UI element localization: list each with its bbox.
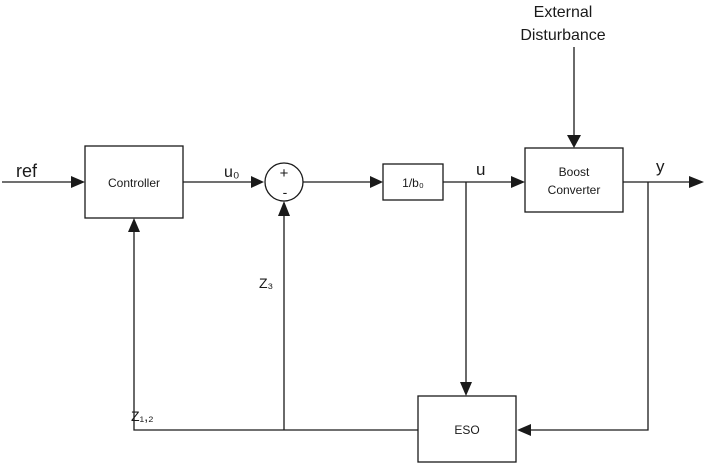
controller-block <box>84 145 184 219</box>
eso-label: ESO <box>454 423 479 437</box>
u-label: u <box>476 160 485 179</box>
summer-plus-sign: + <box>280 165 289 182</box>
z12-arrowhead <box>128 218 140 232</box>
controller-label: Controller <box>108 176 160 190</box>
sum-output-arrowhead <box>370 176 383 188</box>
disturbance-arrowhead <box>567 135 581 148</box>
eso-block <box>417 395 517 463</box>
y-to-eso-arrowhead <box>517 424 531 436</box>
summer-minus-sign: - <box>283 184 288 200</box>
gain-label: 1/b₀ <box>402 176 424 190</box>
boost-label-line2: Converter <box>548 183 601 197</box>
u0-label: u₀ <box>224 164 240 181</box>
ref-arrowhead <box>71 176 85 188</box>
boost-label-line1: Boost <box>559 165 590 179</box>
z12-label: Z₁,₂ <box>131 408 154 424</box>
disturbance-label-line2: Disturbance <box>520 27 605 44</box>
ref-label: ref <box>16 161 38 181</box>
u-to-eso-arrowhead <box>460 382 472 396</box>
boost-converter-block <box>524 147 624 213</box>
z3-arrowhead <box>278 201 290 216</box>
z3-label: Z₃ <box>259 275 273 291</box>
z12-feedback-wire <box>133 231 418 431</box>
y-arrowhead <box>689 176 704 188</box>
u-arrowhead <box>511 176 525 188</box>
gain-block <box>382 163 444 201</box>
y-to-eso-wire <box>530 182 649 431</box>
u0-arrowhead <box>251 176 264 188</box>
y-label: y <box>656 157 665 176</box>
disturbance-label-line1: External <box>534 4 593 21</box>
